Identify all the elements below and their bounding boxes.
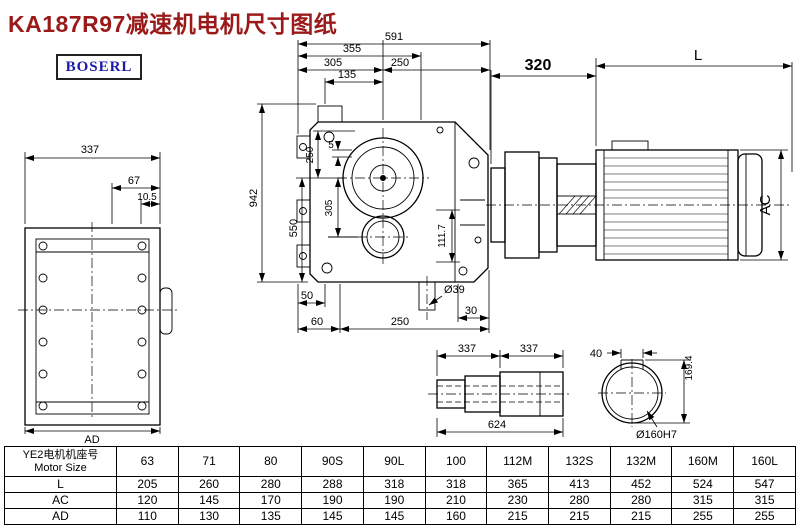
cell-AC: 210 xyxy=(424,492,488,509)
table-row-AC: AC 120 145 170 190 190 210 230 280 280 3… xyxy=(4,492,796,509)
cell-L: 288 xyxy=(301,476,364,493)
technical-drawing: 337 67 10.5 AD xyxy=(18,31,793,446)
size-column-header: 63 xyxy=(116,446,179,477)
dim-355: 355 xyxy=(343,43,361,55)
cell-AD: 160 xyxy=(424,508,488,525)
cell-AC: 315 xyxy=(671,492,735,509)
dim-624: 624 xyxy=(488,419,506,431)
dim-111-7: 111.7 xyxy=(437,224,448,248)
cell-AD: 255 xyxy=(733,508,796,525)
cell-AC: 190 xyxy=(301,492,364,509)
dim-30: 30 xyxy=(465,305,477,317)
dim-135: 135 xyxy=(338,69,356,81)
dim-250-top: 250 xyxy=(391,57,409,69)
cell-L: 452 xyxy=(609,476,673,493)
motor-dimension-table: YE2电机机座号 Motor Size 63 71 80 90S 90L 100… xyxy=(4,446,796,525)
cell-AD: 135 xyxy=(239,508,303,525)
cell-AD: 255 xyxy=(671,508,735,525)
dim-942: 942 xyxy=(248,189,260,207)
dim-250-bottom: 250 xyxy=(391,316,409,328)
cell-L: 524 xyxy=(671,476,735,493)
cell-L: 413 xyxy=(548,476,611,493)
dim-337-left-view: 337 xyxy=(81,144,99,156)
row-label-AD: AD xyxy=(4,508,117,525)
size-column-header: 160M xyxy=(671,446,735,477)
dim-305-vert: 305 xyxy=(324,199,335,216)
header-label-en: Motor Size xyxy=(34,461,87,474)
cell-AD: 145 xyxy=(362,508,426,525)
dim-320: 320 xyxy=(525,57,552,74)
dim-5: 5 xyxy=(328,140,334,151)
bore-end-view: 40 169.4 Ø160H7 xyxy=(590,348,695,441)
cell-L: 318 xyxy=(362,476,426,493)
motor-size-header-cell: YE2电机机座号 Motor Size xyxy=(4,446,117,477)
size-column-header: 71 xyxy=(177,446,241,477)
cell-AC: 190 xyxy=(362,492,426,509)
size-column-header: 90S xyxy=(301,446,364,477)
main-front-view: 591 355 305 250 135 942 550 250 5 xyxy=(248,31,491,333)
size-column-header: 100 xyxy=(424,446,488,477)
dim-dia-39: Ø39 xyxy=(444,284,465,296)
size-column-header: 160L xyxy=(733,446,796,477)
row-label-L: L xyxy=(4,476,117,493)
dim-67: 67 xyxy=(128,175,140,187)
dim-dia-160H7: Ø160H7 xyxy=(636,429,677,441)
dim-50: 50 xyxy=(301,290,313,302)
cell-AD: 215 xyxy=(486,508,550,525)
cell-L: 260 xyxy=(177,476,241,493)
size-column-header: 132S xyxy=(548,446,611,477)
dim-591: 591 xyxy=(385,31,403,43)
size-column-header: 112M xyxy=(486,446,550,477)
cell-AC: 120 xyxy=(116,492,179,509)
dim-60: 60 xyxy=(311,316,323,328)
page-title: KA187R97减速机电机尺寸图纸 xyxy=(8,11,338,37)
dim-250-vert: 250 xyxy=(305,146,316,163)
row-label-AC: AC xyxy=(4,492,117,509)
size-column-header: 132M xyxy=(609,446,673,477)
dim-550: 550 xyxy=(288,219,300,237)
dim-305-top: 305 xyxy=(324,57,342,69)
cell-L: 205 xyxy=(116,476,179,493)
cell-AC: 170 xyxy=(239,492,303,509)
left-side-view: 337 67 10.5 AD xyxy=(18,144,178,446)
size-column-header: 90L xyxy=(362,446,426,477)
cell-AC: 280 xyxy=(548,492,611,509)
cell-L: 365 xyxy=(486,476,550,493)
cell-AD: 215 xyxy=(548,508,611,525)
cell-AC: 280 xyxy=(609,492,673,509)
brand-logo: BOSERL xyxy=(56,54,142,80)
cell-AC: 315 xyxy=(733,492,796,509)
dim-L: L xyxy=(694,47,702,64)
cell-AC: 230 xyxy=(486,492,550,509)
cell-AD: 215 xyxy=(609,508,673,525)
dim-337-shaft-left: 337 xyxy=(458,343,476,355)
cell-L: 318 xyxy=(424,476,488,493)
dim-AD: AD xyxy=(84,434,99,446)
size-column-header: 80 xyxy=(239,446,303,477)
dim-10-5: 10.5 xyxy=(137,192,157,203)
dim-AC: AC xyxy=(757,194,774,215)
dim-40: 40 xyxy=(590,348,602,360)
dim-169-4: 169.4 xyxy=(684,355,695,380)
hollow-shaft-view: 337 337 624 xyxy=(428,343,572,437)
cell-L: 280 xyxy=(239,476,303,493)
dim-337-shaft-right: 337 xyxy=(520,343,538,355)
cell-AD: 110 xyxy=(116,508,179,525)
cell-L: 547 xyxy=(733,476,796,493)
cell-AD: 130 xyxy=(177,508,241,525)
header-label-cn: YE2电机机座号 xyxy=(22,448,99,461)
cell-AC: 145 xyxy=(177,492,241,509)
cell-AD: 145 xyxy=(301,508,364,525)
table-row-AD: AD 110 130 135 145 145 160 215 215 215 2… xyxy=(4,508,796,525)
table-header-row: YE2电机机座号 Motor Size 63 71 80 90S 90L 100… xyxy=(4,446,796,477)
table-row-L: L 205 260 280 288 318 318 365 413 452 52… xyxy=(4,476,796,493)
motor-assembly-view: 320 L AC xyxy=(486,47,793,261)
